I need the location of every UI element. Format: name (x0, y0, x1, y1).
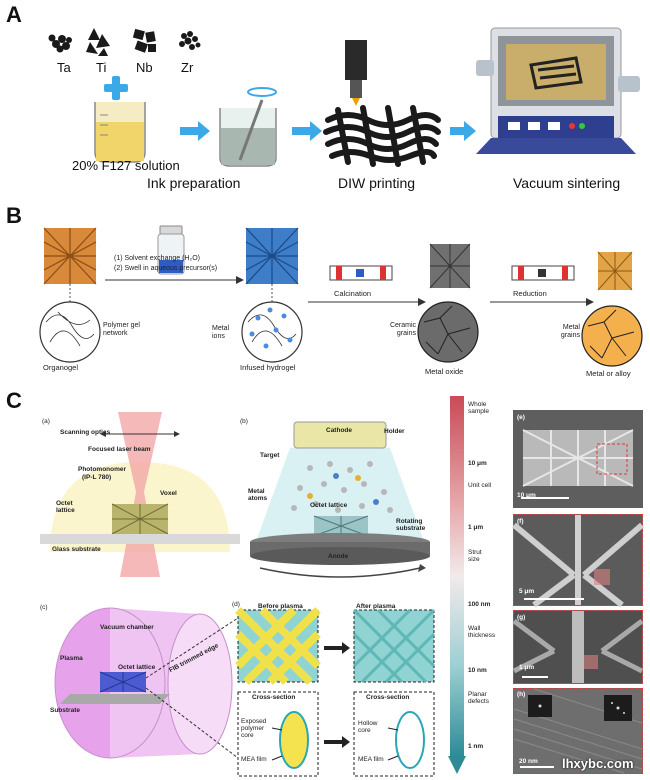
label-ipl-780: (IP-L 780) (82, 474, 112, 481)
subpanel-c-illustration (54, 607, 239, 759)
panel-a-letter: A (6, 2, 22, 27)
label-plasma: Plasma (60, 655, 83, 662)
step-ink-preparation: Ink preparation (147, 175, 241, 191)
tem-h-scalebar: 20 nm (519, 758, 538, 765)
label-target: Target (260, 452, 280, 459)
scale-1um: 1 μm (468, 524, 484, 531)
label-mea-film-1: MEA film (241, 756, 267, 763)
label-glass-substrate: Glass substrate (52, 546, 101, 553)
label-vacuum-chamber: Vacuum chamber (100, 624, 154, 631)
panel-b-letter: B (6, 203, 22, 228)
label-scanning-optics: Scanning optics (60, 429, 111, 436)
subpanel-d-illustration (235, 607, 436, 777)
scale-1nm: 1 nm (468, 743, 484, 750)
metal-powders-illustration (48, 28, 201, 56)
label-ceramic-grains: Ceramic grains (389, 322, 416, 337)
label-step-1: (1) Solvent exchange (H₂O) (114, 255, 200, 262)
scale-unit-cell: Unit cell (468, 482, 492, 489)
label-holder: Holder (384, 428, 405, 435)
label-before-plasma: Before plasma (258, 603, 303, 610)
sem-g-tag: (g) (517, 614, 526, 621)
scale-100nm: 100 nm (468, 601, 491, 608)
label-photomonomer: Photomonomer (78, 466, 127, 473)
tem-h-tag: (h) (517, 691, 526, 698)
panel-c-letter: C (6, 388, 22, 413)
sem-e-tag: (e) (517, 414, 525, 421)
label-metal-oxide: Metal oxide (425, 367, 464, 376)
tem-image-h (513, 688, 643, 774)
sem-image-g (512, 610, 644, 684)
diw-printed-lattice (323, 40, 441, 167)
label-focused-laser: Focused laser beam (88, 446, 151, 453)
label-metal-ions: Metal ions (212, 325, 230, 340)
label-metal-grains: Metal grains (560, 324, 580, 339)
sem-g-scalebar: 1 μm (519, 664, 535, 671)
label-exposed-polymer-core: Exposed polymer core (241, 718, 267, 740)
label-calcination: Calcination (334, 289, 372, 298)
sem-image-f (512, 514, 644, 608)
metal-zr: Zr (181, 60, 194, 75)
label-voxel: Voxel (160, 490, 177, 497)
label-substrate: Substrate (50, 707, 80, 714)
beaker-label: 20% F127 solution (72, 158, 180, 173)
subpanel-d-tag: (d) (232, 601, 240, 608)
label-rotating-substrate: Rotating substrate (396, 518, 426, 533)
label-after-plasma: After plasma (356, 603, 396, 610)
metal-ti: Ti (96, 60, 107, 75)
step-diw-printing: DIW printing (338, 175, 416, 191)
subpanel-a-illustration (40, 412, 240, 577)
label-cross-section-1: Cross-section (252, 694, 296, 701)
subpanel-b-tag: (b) (240, 418, 248, 425)
sem-f-scalebar: 5 μm (519, 588, 535, 595)
panel-a-process-graphics (94, 76, 476, 167)
label-octet-lattice-b: Octet lattice (310, 502, 348, 509)
subpanel-c-tag: (c) (40, 604, 48, 611)
watermark: lhxybc.com (562, 756, 634, 771)
label-organogel: Organogel (43, 363, 79, 372)
sem-f-tag: (f) (517, 518, 524, 525)
sem-e-scalebar: 10 μm (517, 492, 536, 499)
label-polymer-gel-network: Polymer gel network (103, 322, 140, 337)
subpanel-a-tag: (a) (42, 418, 50, 425)
scale-wall-thickness: Wall thickness (468, 625, 496, 640)
label-reduction: Reduction (513, 289, 547, 298)
panel-b-graphics (39, 225, 643, 367)
scale-10nm: 10 nm (468, 667, 487, 674)
sem-image-e (513, 410, 643, 508)
label-cross-section-2: Cross-section (366, 694, 410, 701)
label-metal-or-alloy: Metal or alloy (586, 369, 631, 378)
label-octet-lattice-c: Octet lattice (118, 664, 156, 671)
vacuum-furnace (476, 27, 640, 154)
label-cathode: Cathode (326, 427, 352, 434)
label-octet-lattice-a: Octet lattice (56, 500, 75, 515)
step-vacuum-sintering: Vacuum sintering (513, 175, 621, 191)
metal-ta: Ta (57, 60, 71, 75)
subpanel-b-illustration (250, 421, 430, 578)
label-hollow-core: Hollow core (358, 720, 378, 735)
scale-whole-sample: Whole sample (468, 401, 489, 416)
label-anode: Anode (328, 553, 349, 560)
label-step-2: (2) Swell in aqueous precursor(s) (114, 265, 218, 272)
label-metal-atoms: Metal atoms (248, 488, 268, 503)
length-scale-gradient-bar (448, 396, 466, 774)
label-mea-film-2: MEA film (358, 756, 384, 763)
scale-10um: 10 μm (468, 460, 487, 467)
metal-nb: Nb (136, 60, 153, 75)
label-infused-hydrogel: Infused hydrogel (240, 363, 296, 372)
scale-strut-size: Strut size (468, 549, 482, 564)
scale-planar-defects: Planar defects (468, 691, 489, 706)
